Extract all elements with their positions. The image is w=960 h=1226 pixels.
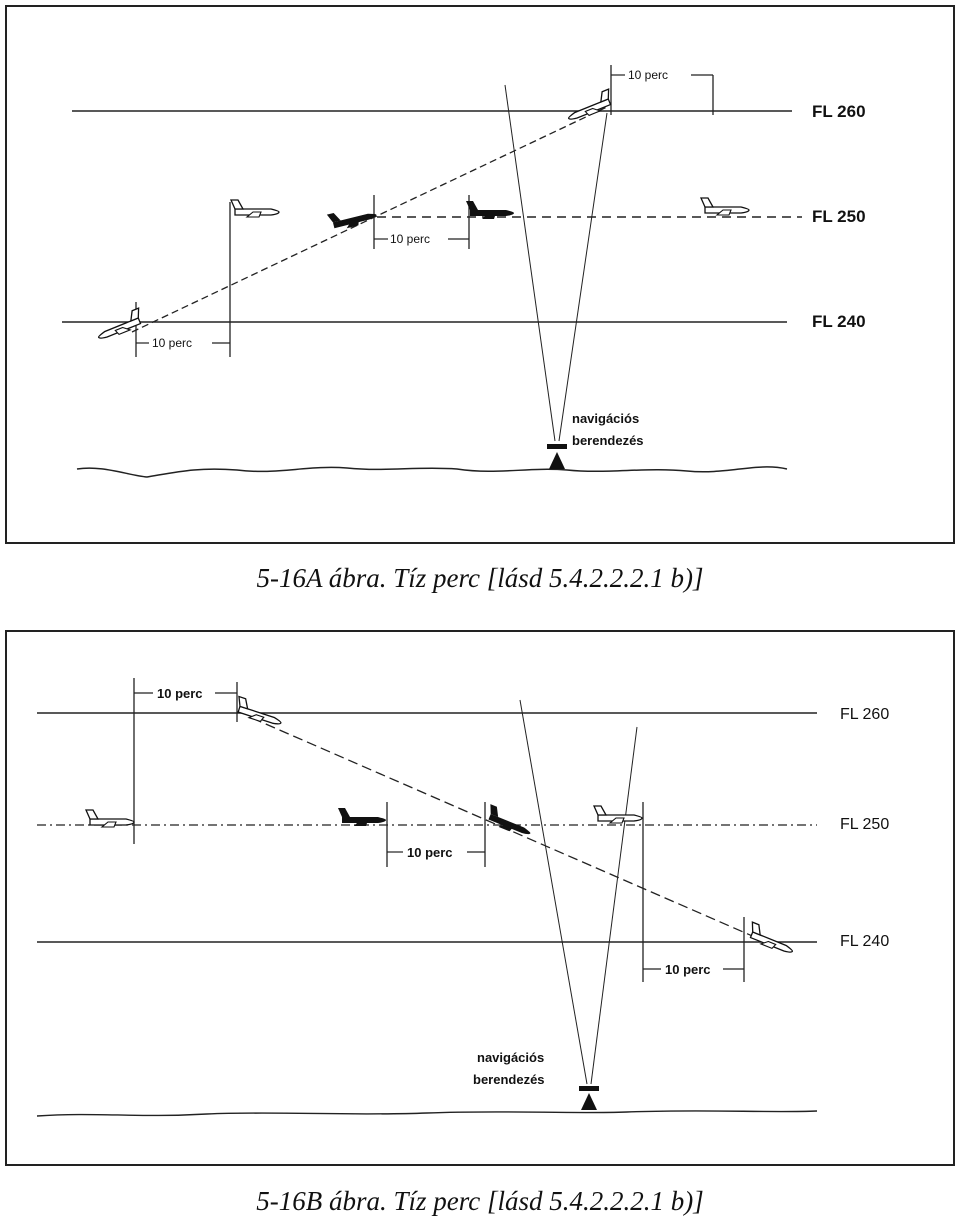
aircraft-white-icon bbox=[593, 805, 643, 824]
fl250-label-a: FL 250 bbox=[812, 207, 866, 226]
aircraft-white-icon bbox=[700, 197, 750, 216]
figure-a-panel: navigációs berendezés 10 perc 10 perc 10… bbox=[5, 5, 955, 544]
navaid-label-line1-b: navigációs bbox=[477, 1050, 544, 1065]
aircraft-white-icon bbox=[93, 307, 146, 343]
figure-b-panel: navigációs berendezés 10 perc 10 perc 10… bbox=[5, 630, 955, 1166]
figure-a-caption: 5-16A ábra. Tíz perc [lásd 5.4.2.2.2.1 b… bbox=[256, 563, 704, 593]
fl250-label-b: FL 250 bbox=[840, 816, 889, 833]
interval-label-top-b: 10 perc bbox=[157, 686, 203, 701]
figure-b-caption: 5-16B ábra. Tíz perc [lásd 5.4.2.2.2.1 b… bbox=[256, 1186, 704, 1216]
navaid-cone-left-b bbox=[519, 699, 588, 1085]
interval-label-top-a: 10 perc bbox=[628, 68, 668, 82]
interval-label-bottom-b: 10 perc bbox=[665, 962, 711, 977]
interval-label-middle-a: 10 perc bbox=[390, 232, 430, 246]
fl240-label-b: FL 240 bbox=[840, 933, 889, 950]
interval-label-bottom-a: 10 perc bbox=[152, 336, 192, 350]
fl260-label-b: FL 260 bbox=[840, 706, 889, 723]
navaid-label-line2-a: berendezés bbox=[572, 433, 644, 448]
aircraft-white-icon bbox=[233, 695, 286, 729]
fl260-label-a: FL 260 bbox=[812, 102, 866, 121]
navaid-cone-left-a bbox=[504, 84, 556, 442]
aircraft-black-icon bbox=[483, 804, 535, 839]
aircraft-white-icon bbox=[85, 809, 135, 828]
fl240-label-a: FL 240 bbox=[812, 312, 866, 331]
figure-a-diagram: navigációs berendezés 10 perc 10 perc 10… bbox=[62, 65, 866, 478]
ground-line-a bbox=[76, 466, 788, 478]
aircraft-white-icon bbox=[563, 88, 616, 124]
navaid-icon-b bbox=[579, 1086, 599, 1110]
interval-label-middle-b: 10 perc bbox=[407, 845, 453, 860]
navaid-label-line1-a: navigációs bbox=[572, 411, 639, 426]
navaid-icon-a bbox=[547, 444, 567, 469]
aircraft-black-icon bbox=[338, 808, 386, 826]
figure-b-diagram: navigációs berendezés 10 perc 10 perc 10… bbox=[36, 678, 889, 1117]
aircraft-white-icon bbox=[230, 199, 280, 218]
navaid-cone-right-b bbox=[590, 726, 638, 1085]
ground-line-b bbox=[36, 1110, 818, 1117]
navaid-label-line2-b: berendezés bbox=[473, 1072, 545, 1087]
navaid-cone-right-a bbox=[558, 112, 608, 442]
aircraft-white-icon bbox=[745, 921, 798, 957]
